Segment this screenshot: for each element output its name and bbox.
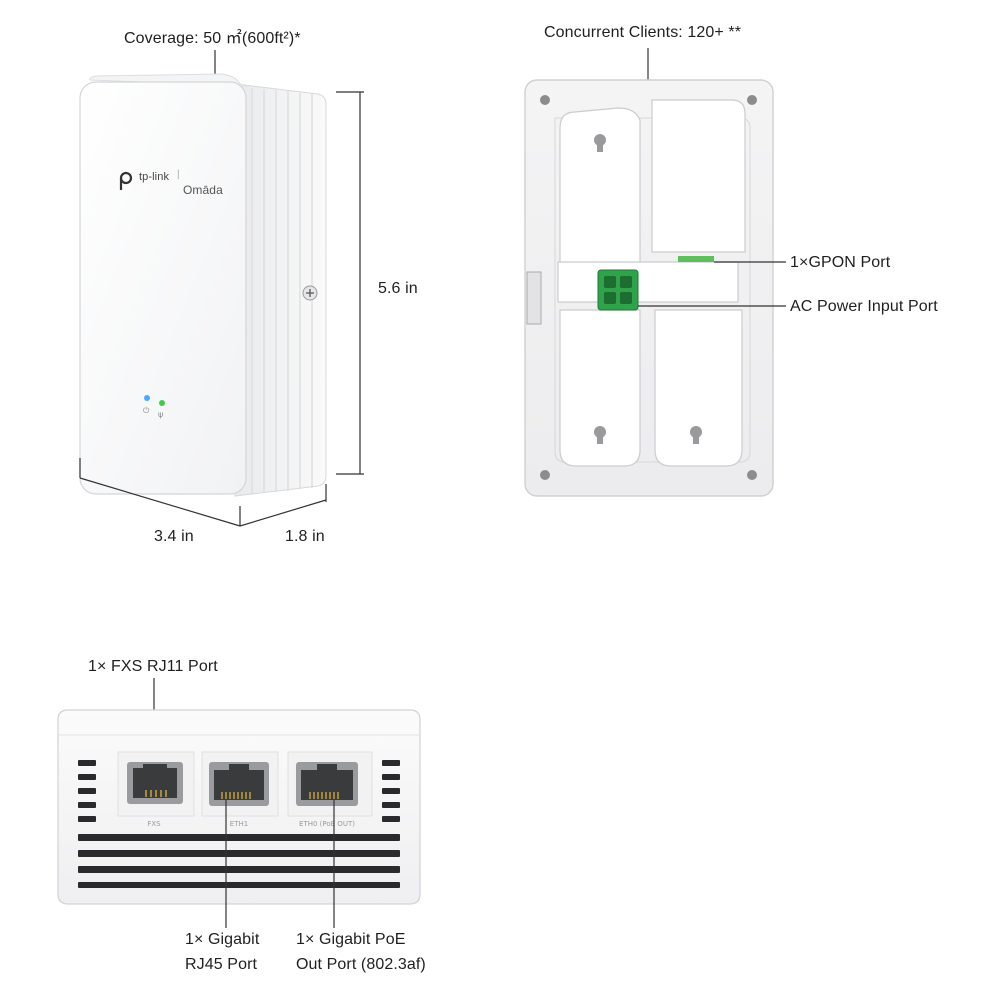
- side-fins-body: [234, 83, 327, 497]
- side-screw-slot: [306, 289, 314, 297]
- brand-divider: |: [177, 169, 180, 180]
- side-clip: [526, 271, 542, 325]
- inner-recess: [554, 117, 751, 463]
- brand-label: tp-link: [139, 171, 170, 183]
- front-device: ⏻ ψ: [79, 50, 364, 527]
- fxs-port-label: FXS: [147, 820, 161, 828]
- keyhole-icon: [594, 426, 606, 444]
- width-dim-line: [79, 477, 241, 527]
- corner-screw-icon: [540, 95, 550, 105]
- right-bracket-bottom: [654, 309, 743, 467]
- corner-screw-icon: [540, 470, 550, 480]
- center-bridge: [557, 261, 739, 303]
- terminal-screw-icon: [604, 276, 616, 288]
- keyhole-icon: [690, 426, 702, 444]
- fxs-port-callout: 1× FXS RJ11 Port: [88, 658, 218, 675]
- corner-screw-icon: [747, 95, 757, 105]
- status-led-icon: [159, 400, 165, 406]
- depth-label: 1.8 in: [285, 528, 325, 545]
- left-bracket-bottom: [559, 309, 641, 467]
- left-vents: [78, 760, 96, 822]
- power-symbol-icon: ⏻: [143, 406, 150, 415]
- tplink-logo-icon: [119, 171, 133, 190]
- eth0-port-icon: [296, 762, 358, 806]
- fxs-port-icon: [127, 762, 183, 804]
- eth1-port-label: ETH1: [230, 820, 248, 828]
- right-vents: [382, 760, 400, 822]
- ac-terminal-block: [597, 269, 639, 311]
- antenna-symbol-icon: ψ: [158, 410, 163, 419]
- corner-screw-icon: [747, 470, 757, 480]
- gpon-port-icon: [678, 256, 714, 262]
- keyhole-icon: [594, 134, 606, 152]
- back-device: [524, 48, 786, 497]
- eth-port-callout-line1: 1× Gigabit: [185, 931, 260, 948]
- eth0-port-label: ETH0 (PoE OUT): [299, 820, 355, 828]
- terminal-screw-icon: [620, 276, 632, 288]
- left-bracket-top: [559, 107, 641, 279]
- eth1-port-icon: [209, 762, 269, 806]
- terminal-hole-icon: [604, 292, 616, 304]
- eth-port-callout-line2: RJ45 Port: [185, 956, 258, 973]
- terminal-hole-icon: [620, 292, 632, 304]
- coverage-label: Coverage: 50 ㎡(600ft²)*: [124, 30, 301, 47]
- gpon-port-label: 1×GPON Port: [790, 254, 891, 271]
- depth-dim-line: [239, 499, 327, 527]
- long-vents: [78, 834, 400, 888]
- bottom-device: FXS ETH1 ETH0 (PoE OUT): [57, 678, 421, 928]
- right-bracket-top: [651, 99, 746, 253]
- power-led-icon: [144, 395, 150, 401]
- poe-port-callout-line2: Out Port (802.3af): [296, 956, 426, 973]
- ac-port-label: AC Power Input Port: [790, 298, 938, 315]
- clients-label: Concurrent Clients: 120+ **: [544, 24, 742, 41]
- product-line-label: Omāda: [183, 183, 223, 197]
- height-label: 5.6 in: [378, 280, 418, 297]
- side-fins: [251, 88, 313, 494]
- width-label: 3.4 in: [154, 528, 194, 545]
- poe-port-callout-line1: 1× Gigabit PoE: [296, 931, 406, 948]
- front-face: [79, 81, 247, 495]
